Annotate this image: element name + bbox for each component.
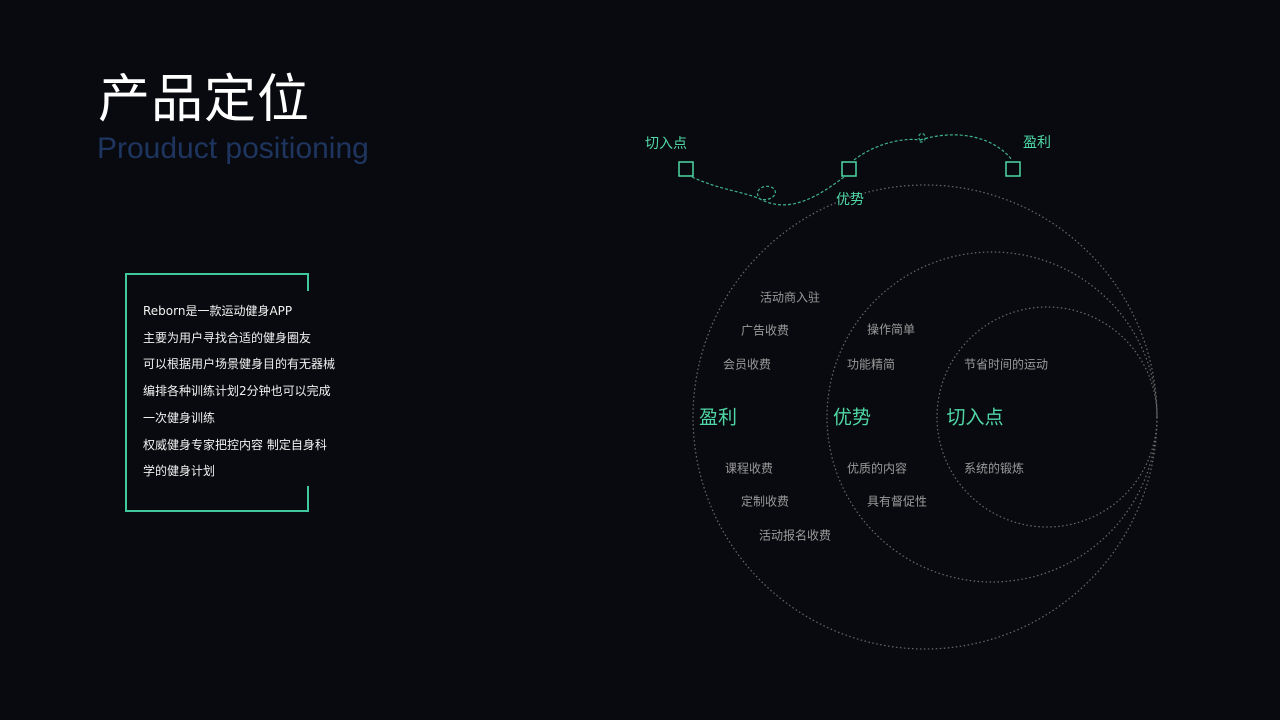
flow-node-square <box>841 161 857 177</box>
outer-item: 活动商入驻 <box>759 290 821 305</box>
inner-circle <box>936 306 1158 528</box>
middle-item: 优质的内容 <box>846 461 908 476</box>
middle-item: 功能精简 <box>846 357 896 372</box>
page-subtitle: Prouduct positioning <box>97 132 369 165</box>
bracket-left <box>125 273 127 512</box>
outer-item: 课程收费 <box>724 461 774 476</box>
bracket-bottom <box>125 510 309 512</box>
flow-node-square <box>678 161 694 177</box>
description-box: Reborn是一款运动健身APP 主要为用户寻找合适的健身圈友 可以根据用户场景… <box>125 273 335 512</box>
flow-node-square <box>1005 161 1021 177</box>
flow-label-profit: 盈利 <box>1023 135 1051 151</box>
outer-item: 会员收费 <box>722 357 772 372</box>
description-line: 编排各种训练计划2分钟也可以完成 <box>143 384 331 399</box>
flow-label-advantage: 优势 <box>836 192 864 208</box>
bracket-right-bottom <box>307 486 309 512</box>
inner-item: 系统的锻炼 <box>963 461 1025 476</box>
flow-path <box>691 176 845 206</box>
description-line: 可以根据用户场景健身目的有无器械 <box>143 357 336 372</box>
description-line: 一次健身训练 <box>143 410 216 425</box>
outer-item: 定制收费 <box>740 494 790 509</box>
flow-label-entry: 切入点 <box>645 136 687 152</box>
middle-item: 操作简单 <box>866 322 916 337</box>
description-line: 学的健身计划 <box>143 464 216 479</box>
middle-circle-title: 优势 <box>832 406 872 429</box>
page-title: 产品定位 <box>98 70 311 130</box>
outer-circle-title: 盈利 <box>698 406 738 429</box>
outer-circle <box>692 184 1158 650</box>
middle-item: 具有督促性 <box>866 494 928 509</box>
bracket-top <box>125 273 309 275</box>
description-line: 主要为用户寻找合适的健身圈友 <box>143 330 312 345</box>
inner-item: 节省时间的运动 <box>963 357 1049 372</box>
outer-item: 活动报名收费 <box>758 528 832 543</box>
inner-circle-title: 切入点 <box>946 406 1004 429</box>
bracket-right-top <box>307 273 309 291</box>
description-line: 权威健身专家把控内容 制定自身科 <box>143 437 327 452</box>
description-lines: Reborn是一款运动健身APP 主要为用户寻找合适的健身圈友 可以根据用户场景… <box>143 298 335 485</box>
description-line: Reborn是一款运动健身APP <box>143 304 293 318</box>
outer-item: 广告收费 <box>740 323 790 338</box>
flow-path <box>853 132 1013 161</box>
